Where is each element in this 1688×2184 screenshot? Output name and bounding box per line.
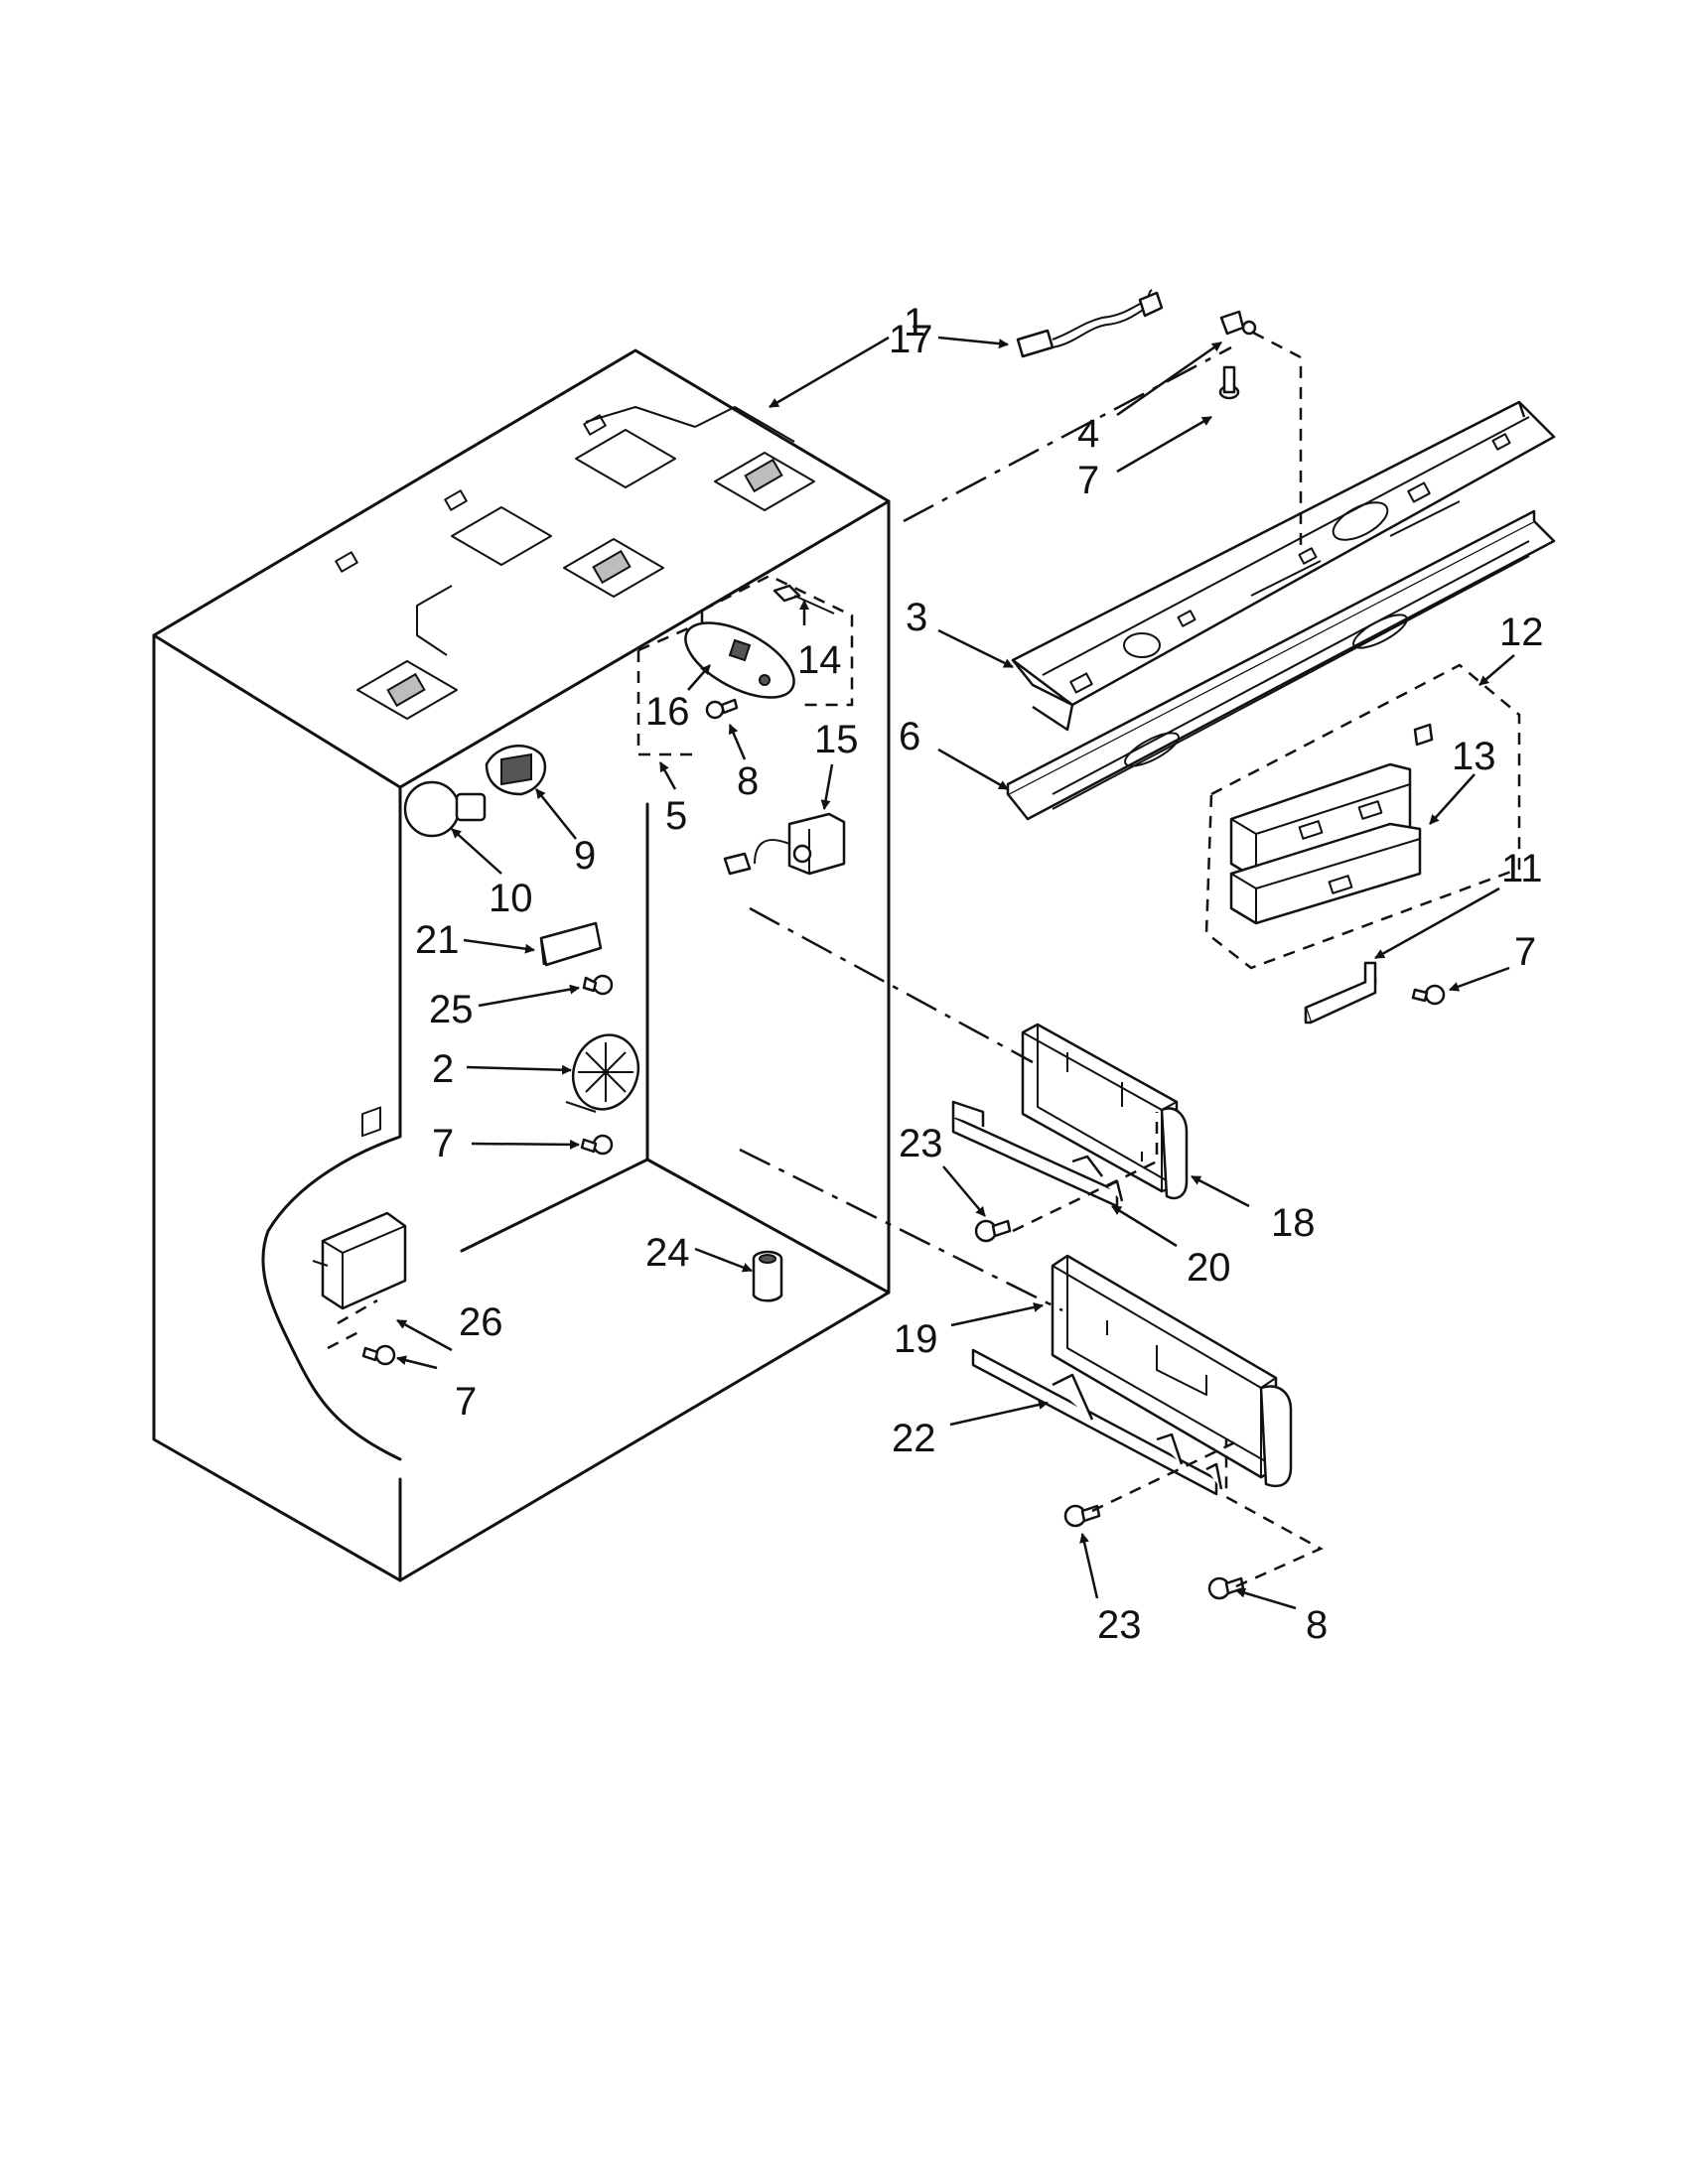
temperature-control-assembly [636, 574, 854, 756]
callout-6: 6 [899, 715, 920, 758]
lower-channel [1006, 509, 1556, 821]
leader-lines [396, 336, 1515, 1610]
bracket-11 [1304, 961, 1377, 1024]
callout-24: 24 [645, 1231, 690, 1275]
callout-12: 12 [1499, 611, 1544, 654]
callout-25: 25 [429, 988, 474, 1031]
screw-23-upper [974, 1219, 1012, 1243]
callout-14: 14 [797, 638, 842, 682]
callout-15: 15 [814, 718, 859, 761]
clip-4 [1219, 310, 1257, 336]
callout-8: 8 [737, 759, 759, 803]
callout-2: 2 [432, 1047, 454, 1091]
screw-23-lower [1063, 1504, 1101, 1528]
screw-7-bracket [1411, 984, 1446, 1006]
cabinet-liner [152, 348, 891, 1582]
light-cover-assembly [1204, 663, 1521, 970]
callout-22: 22 [892, 1417, 936, 1460]
callout-11: 11 [1501, 847, 1543, 890]
top-panels [335, 406, 815, 720]
callout-7b: 7 [1514, 930, 1536, 974]
callout-5: 5 [665, 794, 687, 838]
callout-7c: 7 [432, 1122, 454, 1165]
light-socket [485, 745, 547, 796]
drawer-front-18 [1021, 1023, 1189, 1200]
callout-7: 7 [1077, 459, 1099, 502]
screw-8-lower [1207, 1576, 1245, 1600]
screw-25 [582, 974, 614, 996]
screw-7-fan [580, 1134, 614, 1156]
callout-10: 10 [489, 877, 533, 920]
wire-harness [1016, 289, 1164, 358]
callout-18: 18 [1271, 1201, 1316, 1245]
screw-7-top [1218, 365, 1240, 400]
light-bulb [403, 780, 487, 838]
drain-plug [752, 1250, 783, 1302]
callout-13: 13 [1452, 735, 1496, 778]
control-box [312, 1106, 407, 1310]
callout-19: 19 [894, 1317, 938, 1361]
callout-16: 16 [645, 690, 690, 734]
assembly-lines [327, 331, 1324, 1588]
slide-rail-22 [971, 1348, 1223, 1496]
bracket-21 [539, 921, 603, 967]
callout-26: 26 [459, 1300, 503, 1344]
callout-21: 21 [415, 918, 460, 962]
callout-7d: 7 [455, 1380, 477, 1424]
drawer-front-19 [1051, 1254, 1293, 1488]
callout-20: 20 [1187, 1246, 1231, 1290]
callout-23b: 23 [1097, 1603, 1142, 1647]
callout-labels: 1 17 4 7 3 6 12 13 11 7 14 16 8 5 15 9 1… [415, 301, 1544, 1647]
upper-rail [1011, 400, 1556, 732]
callout-9: 9 [574, 834, 596, 878]
evaporator-fan [565, 1033, 640, 1113]
callout-17: 17 [889, 318, 933, 361]
light-switch [723, 812, 846, 876]
callout-8b: 8 [1306, 1603, 1328, 1647]
callout-1: 1 [904, 301, 925, 344]
callout-3: 3 [906, 596, 927, 639]
callout-4: 4 [1077, 412, 1099, 456]
screw-7-box [361, 1344, 396, 1366]
callout-23: 23 [899, 1122, 943, 1165]
